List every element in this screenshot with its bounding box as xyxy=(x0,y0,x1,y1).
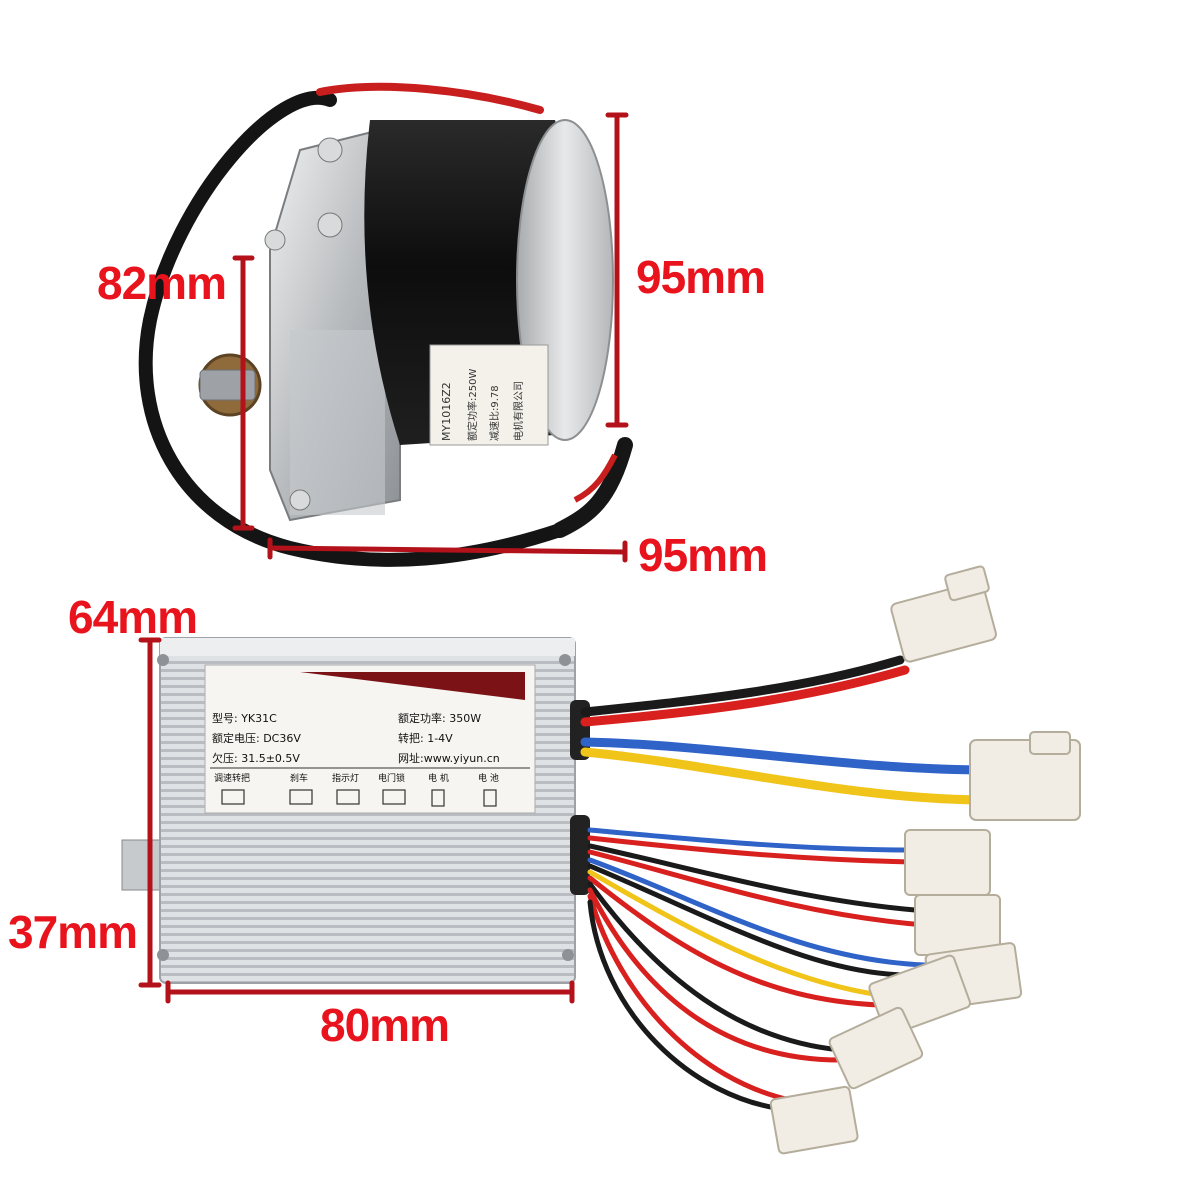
port-label-motor: 电 机 xyxy=(428,772,449,784)
battery-connector xyxy=(890,565,997,663)
controller-body-height-label: 37mm xyxy=(8,906,138,958)
motor-length-label: 95mm xyxy=(638,529,768,581)
motor-maker-text: 电机有限公司 xyxy=(512,381,525,441)
controller-model-text: 型号: YK31C xyxy=(212,711,277,725)
motor-cable-black xyxy=(138,90,567,567)
port-label-key-switch: 电门锁 xyxy=(378,772,405,784)
controller-website-text: 网址:www.yiyun.cn xyxy=(398,751,500,765)
port-label-throttle: 调速转把 xyxy=(214,772,250,784)
motor-ratio-text: 减速比:9.78 xyxy=(489,385,501,441)
motor-diameter-label: 95mm xyxy=(636,251,766,303)
motor-dimension-lines xyxy=(232,112,629,563)
motor-connector xyxy=(969,731,1081,821)
port-label-battery: 电 池 xyxy=(478,772,499,784)
port-label-indicator: 指示灯 xyxy=(332,772,359,784)
aux-connector-2 xyxy=(769,1085,859,1155)
controller-voltage-text: 额定电压: DC36V xyxy=(212,731,301,745)
motor-controller: 型号: YK31C 额定电压: DC36V 欠压: 31.5±0.5V 额定功率… xyxy=(121,637,590,984)
controller-dimension-lines xyxy=(138,637,575,1004)
motor-height-label: 82mm xyxy=(97,257,227,309)
controller-connectors xyxy=(769,565,1081,1155)
motor-model-text: MY1016Z2 xyxy=(440,382,453,441)
motor-power-text: 额定功率:250W xyxy=(466,369,479,441)
motor-nameplate: MY1016Z2 额定功率:250W 减速比:9.78 电机有限公司 xyxy=(429,344,549,446)
throttle-connector xyxy=(904,829,991,896)
motor-cable-tail xyxy=(552,437,633,538)
port-label-brake: 刹车 xyxy=(290,772,308,784)
controller-wires xyxy=(580,655,995,1113)
controller-throttle-text: 转把: 1-4V xyxy=(398,731,453,745)
dc-motor: MY1016Z2 额定功率:250W 减速比:9.78 电机有限公司 xyxy=(138,82,633,567)
controller-width-label: 80mm xyxy=(320,999,450,1051)
motor-cable-red xyxy=(316,82,544,114)
controller-power-text: 额定功率: 350W xyxy=(398,711,481,725)
aux-connector-1 xyxy=(828,1006,924,1090)
controller-undervoltage-text: 欠压: 31.5±0.5V xyxy=(212,751,300,765)
controller-height-label: 64mm xyxy=(68,591,198,643)
controller-label: 型号: YK31C 额定电压: DC36V 欠压: 31.5±0.5V 额定功率… xyxy=(204,664,536,814)
